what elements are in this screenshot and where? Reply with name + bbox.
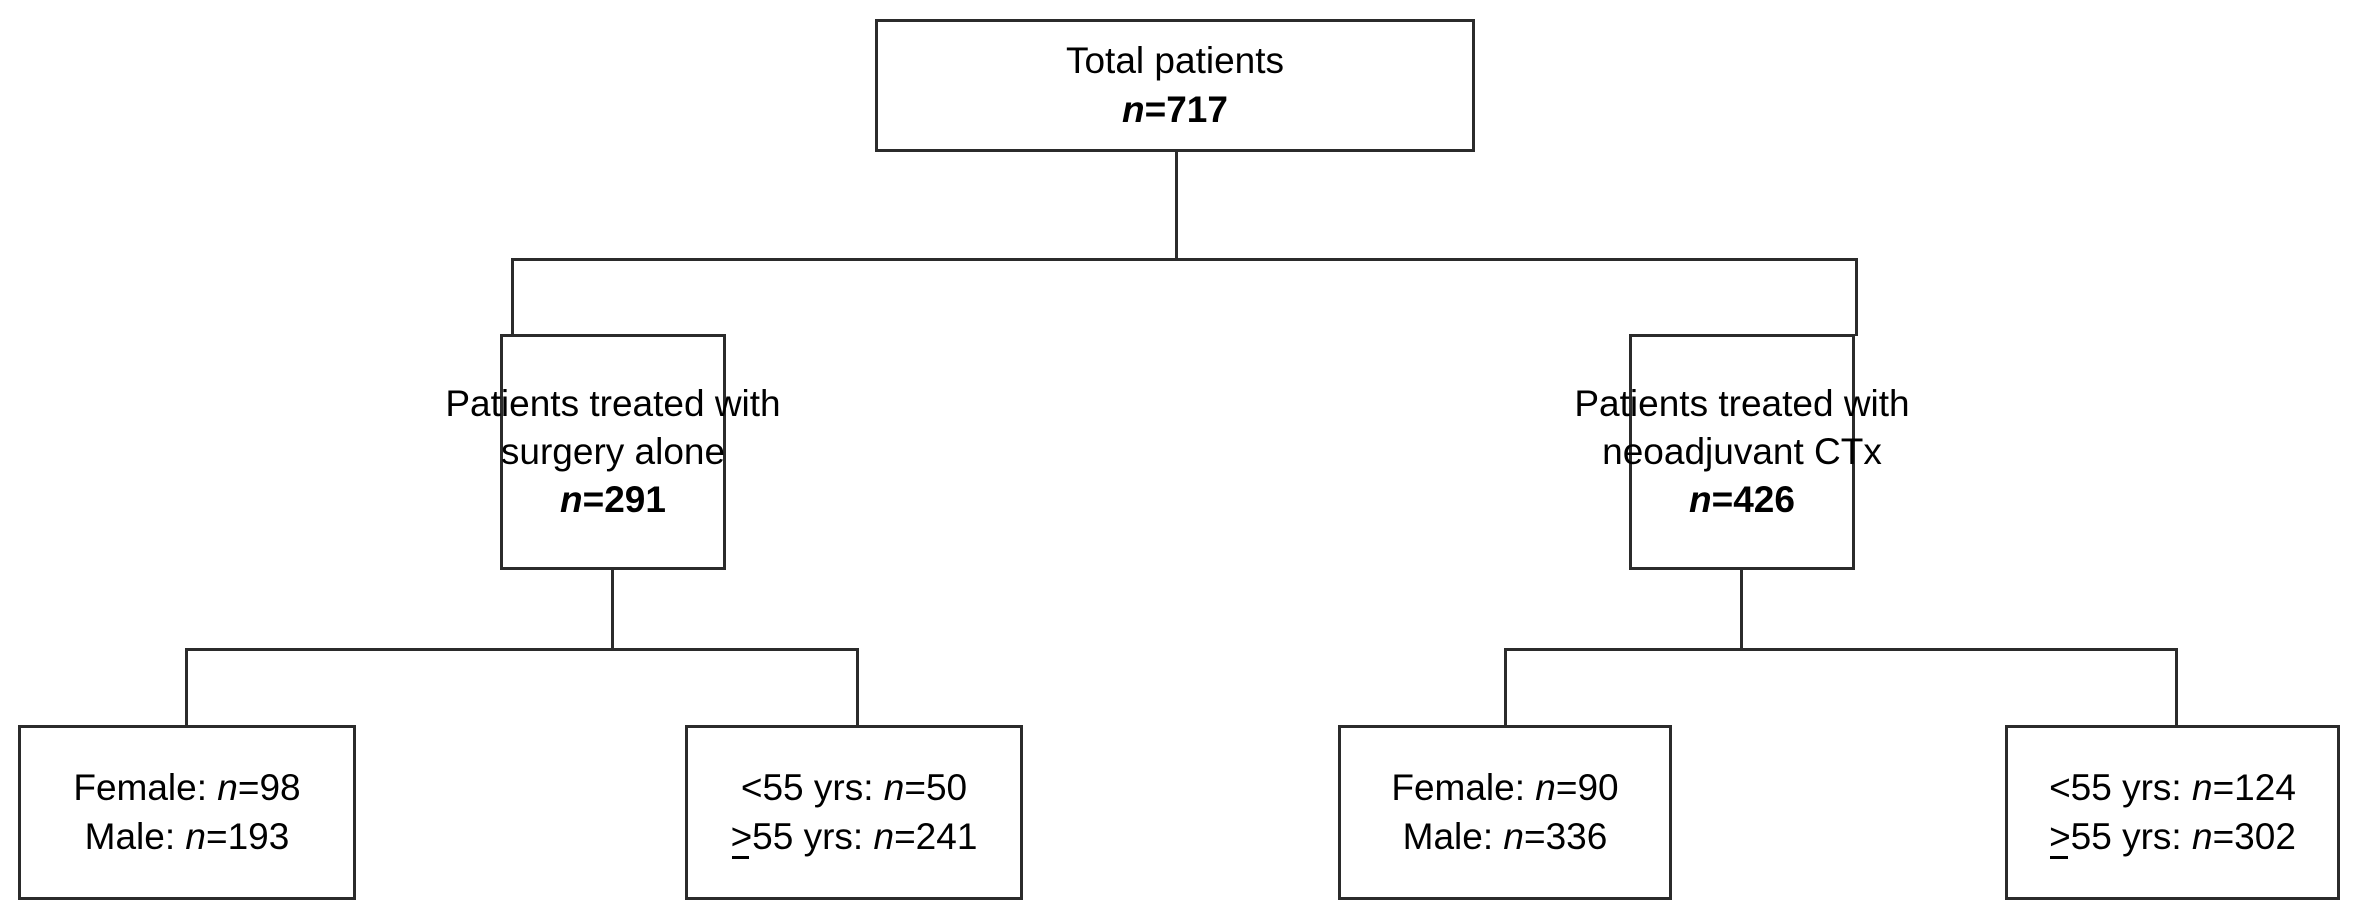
connector-root-stem (1175, 152, 1178, 260)
connector-drop-sex-surgery (185, 648, 188, 727)
ctx-count: n=426 (1689, 476, 1795, 524)
age-surgery-under55-n-symbol: n (883, 767, 905, 809)
connector-drop-surgery (511, 258, 514, 336)
connector-surgery-stem (611, 570, 614, 650)
node-surgery-alone: Patients treated with surgery alone n=29… (445, 334, 781, 570)
age-ctx-over55-n-value: =302 (2212, 815, 2296, 857)
ctx-label-line1: Patients treated with (1574, 382, 1910, 424)
sex-surgery-female-prefix: Female: (73, 767, 218, 809)
node-neoadjuvant-ctx: Patients treated with neoadjuvant CTx n=… (1574, 334, 1910, 570)
sex-surgery-male-prefix: Male: (84, 815, 186, 857)
sex-ctx-male-n-symbol: n (1503, 815, 1524, 857)
node-age-ctx: <55 yrs: n=124 >55 yrs: n=302 (2005, 725, 2340, 900)
connector-drop-age-surgery (856, 648, 859, 727)
root-n-symbol: n (1122, 88, 1145, 130)
age-ctx-under55-prefix: <55 yrs: (2049, 767, 2192, 809)
root-n-value: =717 (1144, 88, 1228, 130)
ctx-n-symbol: n (1689, 479, 1712, 521)
connector-drop-sex-ctx (1504, 648, 1507, 727)
sex-ctx-female: Female: n=90 (1391, 764, 1618, 812)
node-sex-surgery: Female: n=98 Male: n=193 (18, 725, 356, 900)
sex-surgery-male-n-symbol: n (185, 815, 206, 857)
age-ctx-over55-prefix: 55 yrs: (2070, 815, 2192, 857)
node-age-surgery: <55 yrs: n=50 >55 yrs: n=241 (685, 725, 1023, 900)
age-ctx-over55-n-symbol: n (2192, 815, 2213, 857)
sex-surgery-female-n-value: =98 (237, 767, 301, 809)
root-label: Total patients (1065, 40, 1285, 82)
age-surgery-over55-n-symbol: n (873, 815, 895, 857)
age-ctx-under55-n-symbol: n (2192, 767, 2213, 809)
greater-equal-icon: > (2049, 813, 2071, 861)
age-surgery-over55-prefix: 55 yrs: (752, 815, 874, 857)
sex-ctx-female-prefix: Female: (1391, 767, 1536, 809)
greater-equal-icon: > (731, 813, 752, 861)
connector-level1-bar (511, 258, 1858, 261)
root-count: n=717 (1122, 86, 1228, 134)
age-surgery-over55: >55 yrs: n=241 (731, 813, 978, 861)
surgery-n-value: =291 (582, 479, 666, 521)
age-surgery-under55-n-value: =50 (904, 767, 968, 809)
age-ctx-over55: >55 yrs: n=302 (2049, 813, 2296, 861)
sex-ctx-male-prefix: Male: (1402, 815, 1504, 857)
connector-ctx-bar (1504, 648, 2178, 651)
node-total-patients: Total patients n=717 (875, 19, 1475, 152)
surgery-count: n=291 (560, 476, 666, 524)
sex-ctx-female-n-symbol: n (1535, 767, 1556, 809)
age-ctx-under55: <55 yrs: n=124 (2049, 764, 2296, 812)
surgery-label-line1: Patients treated with (445, 382, 781, 424)
sex-surgery-female-n-symbol: n (217, 767, 238, 809)
sex-ctx-female-n-value: =90 (1555, 767, 1619, 809)
connector-drop-ctx (1855, 258, 1858, 336)
sex-surgery-female: Female: n=98 (73, 764, 300, 812)
age-surgery-over55-n-value: =241 (894, 815, 978, 857)
ctx-n-value: =426 (1711, 479, 1795, 521)
ctx-label-line2: neoadjuvant CTx (1602, 430, 1882, 472)
sex-ctx-male-n-value: =336 (1524, 815, 1608, 857)
surgery-n-symbol: n (560, 479, 583, 521)
connector-drop-age-ctx (2175, 648, 2178, 727)
surgery-label-line2: surgery alone (500, 430, 726, 472)
node-sex-ctx: Female: n=90 Male: n=336 (1338, 725, 1672, 900)
connector-surgery-bar (185, 648, 859, 651)
age-surgery-under55-prefix: <55 yrs: (740, 767, 884, 809)
age-surgery-under55: <55 yrs: n=50 (741, 764, 967, 812)
sex-surgery-male: Male: n=193 (85, 813, 290, 861)
age-ctx-under55-n-value: =124 (2212, 767, 2296, 809)
connector-ctx-stem (1740, 570, 1743, 650)
sex-surgery-male-n-value: =193 (206, 815, 290, 857)
sex-ctx-male: Male: n=336 (1403, 813, 1608, 861)
